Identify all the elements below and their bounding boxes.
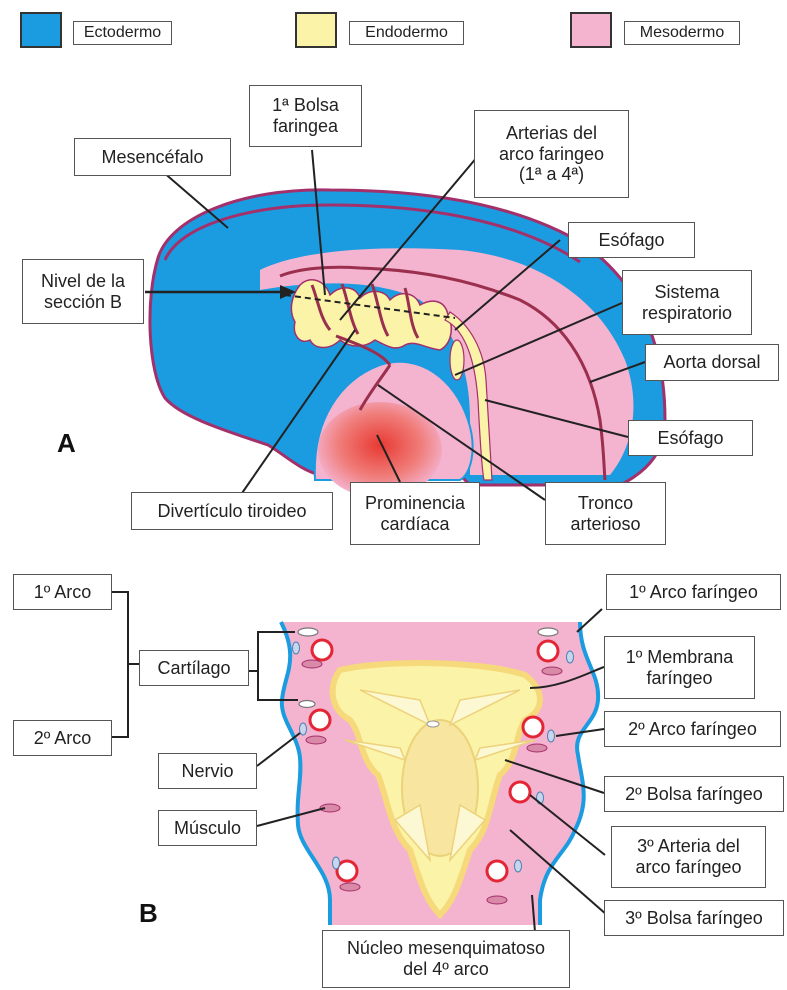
legend-mesodermo-label: Mesodermo	[624, 21, 740, 45]
label-prominencia-cardiaca: Prominencia cardíaca	[350, 482, 480, 545]
label-musculo: Músculo	[158, 810, 257, 846]
label-arco-faringeo-1: 1º Arco faríngeo	[606, 574, 781, 610]
label-esofago-top: Esófago	[568, 222, 695, 258]
label-bolsa-faringeo-3: 3º Bolsa faríngeo	[604, 900, 784, 936]
label-cartilago: Cartílago	[139, 650, 249, 686]
mesoderm-swatch	[570, 12, 612, 48]
median-pore	[427, 721, 439, 727]
label-arco-1: 1º Arco	[13, 574, 112, 610]
label-bolsa-faringeo-2: 2º Bolsa faríngeo	[604, 776, 784, 812]
panel-b-letter: B	[139, 898, 158, 929]
ectoderm-swatch	[20, 12, 62, 48]
panel-a-letter: A	[57, 428, 76, 459]
label-esofago-bottom: Esófago	[628, 420, 753, 456]
label-sistema-respiratorio: Sistema respiratorio	[622, 270, 752, 335]
label-arterias: Arterias del arco faringeo (1ª a 4ª)	[474, 110, 629, 198]
label-bolsa-faringea: 1ª Bolsa faringea	[249, 85, 362, 147]
cross-section-b	[281, 622, 598, 925]
label-mesencefalo: Mesencéfalo	[74, 138, 231, 176]
label-diverticulo-tiroideo: Divertículo tiroideo	[131, 492, 333, 530]
label-aorta-dorsal: Aorta dorsal	[645, 344, 779, 381]
label-arteria-arco-3: 3º Arteria del arco faríngeo	[611, 826, 766, 888]
label-tronco-arterioso: Tronco arterioso	[545, 482, 666, 545]
label-nucleo-mesenquimatoso: Núcleo mesenquimatoso del 4º arco	[322, 930, 570, 988]
label-membrana-faringeo: 1º Membrana faríngeo	[604, 636, 755, 699]
label-arco-2: 2º Arco	[13, 720, 112, 756]
legend-ectodermo-label: Ectodermo	[73, 21, 172, 45]
endoderm-swatch	[295, 12, 337, 48]
label-nivel-seccion: Nivel de la sección B	[22, 259, 144, 324]
label-arco-faringeo-2: 2º Arco faríngeo	[604, 711, 781, 747]
label-nervio: Nervio	[158, 753, 257, 789]
legend-endodermo-label: Endodermo	[349, 21, 464, 45]
